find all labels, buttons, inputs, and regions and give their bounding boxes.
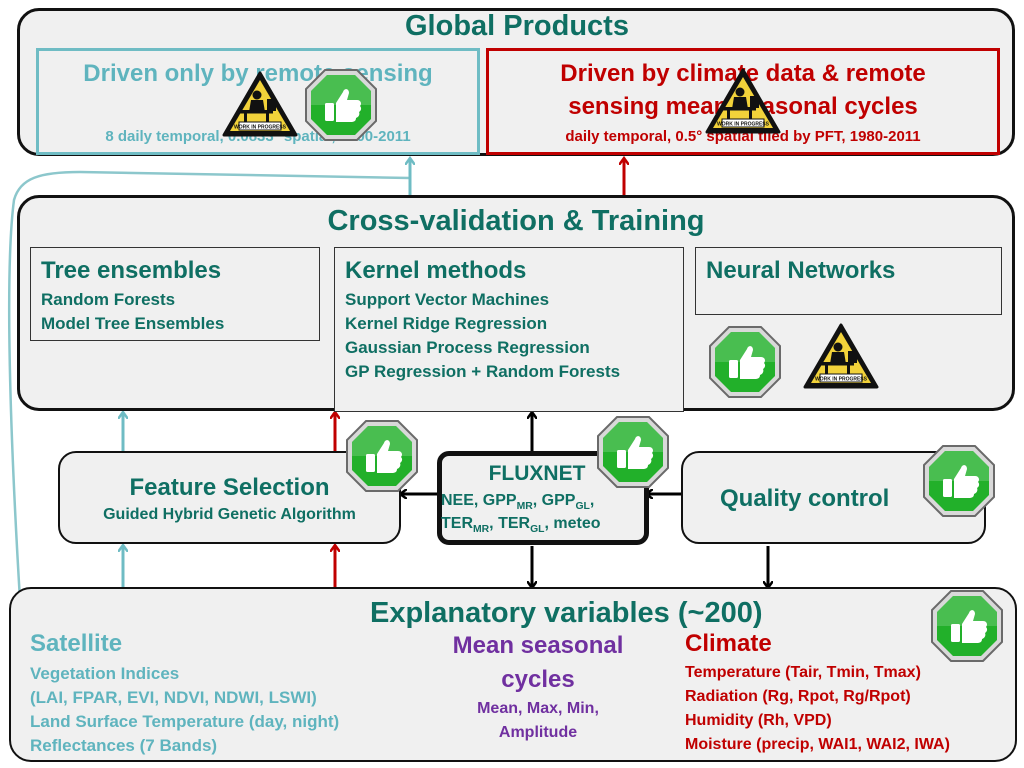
satellite-item: (LAI, FPAR, EVI, NDVI, NDWI, LSWI) (30, 688, 317, 707)
satellite-item: Land Surface Temperature (day, night) (30, 712, 340, 731)
tree-ensembles-title: Tree ensembles (41, 257, 222, 284)
work-in-progress-icon: WORK IN PROGRESS (704, 67, 782, 135)
thumbs-up-badge-icon (921, 443, 997, 519)
neural-networks-box (695, 247, 1002, 315)
cross-validation-title: Cross-validation & Training (327, 205, 705, 237)
seasonal-title-2: cycles (501, 666, 575, 693)
feature-selection-box (58, 451, 401, 544)
tree-item: Model Tree Ensembles (41, 314, 225, 333)
thumbs-up-badge-icon (344, 418, 420, 494)
feature-selection-title: Feature Selection (129, 474, 330, 501)
fluxnet-line-1: NEE, GPPMR, GPPGL, (441, 492, 595, 513)
kernel-item: Kernel Ridge Regression (345, 314, 548, 333)
climate-products-box (486, 48, 1000, 155)
seasonal-sub-2: Amplitude (498, 724, 578, 741)
tree-item: Random Forests (41, 290, 176, 309)
satellite-title: Satellite (30, 630, 123, 657)
climate-products-subtitle: daily temporal, 0.5° spatial tiled by PF… (565, 128, 921, 145)
climate-title: Climate (685, 630, 772, 657)
kernel-methods-title: Kernel methods (345, 257, 527, 284)
global-products-box (17, 8, 1015, 156)
kernel-item: Support Vector Machines (345, 290, 550, 309)
fluxnet-title: FLUXNET (488, 462, 586, 485)
work-in-progress-label: WORK IN PROGRESS (717, 122, 770, 128)
fluxnet-line-2: TERMR, TERGL, meteo (441, 515, 601, 536)
global-products-title: Global Products (405, 10, 629, 42)
remote-sensing-products-box (36, 48, 480, 155)
seasonal-sub-1: Mean, Max, Min, (477, 700, 599, 717)
quality-control-title: Quality control (720, 485, 890, 512)
thumbs-up-badge-icon (303, 67, 379, 143)
satellite-item: Reflectances (7 Bands) (30, 736, 218, 755)
satellite-item: Vegetation Indices (30, 664, 180, 683)
climate-item: Temperature (Tair, Tmin, Tmax) (685, 664, 921, 681)
feedback-line (7, 170, 411, 601)
tree-ensembles-box (30, 247, 320, 341)
climate-item: Humidity (Rh, VPD) (685, 712, 832, 729)
work-in-progress-label: WORK IN PROGRESS (815, 377, 868, 383)
thumbs-up-badge-icon (595, 414, 671, 490)
kernel-item: GP Regression + Random Forests (345, 362, 621, 381)
neural-networks-title: Neural Networks (706, 257, 896, 284)
work-in-progress-icon: WORK IN PROGRESS (221, 70, 299, 138)
climate-item: Moisture (precip, WAI1, WAI2, IWA) (685, 736, 950, 753)
seasonal-title-1: Mean seasonal (452, 632, 624, 659)
explanatory-variables-title: Explanatory variables (~200) (370, 597, 763, 629)
thumbs-up-badge-icon (929, 588, 1005, 664)
work-in-progress-label: WORK IN PROGRESS (234, 125, 287, 131)
climate-item: Radiation (Rg, Rpot, Rg/Rpot) (685, 688, 911, 705)
explanatory-variables-box (9, 587, 1017, 762)
kernel-methods-box (334, 247, 684, 412)
work-in-progress-icon: WORK IN PROGRESS (802, 322, 880, 390)
kernel-item: Gaussian Process Regression (345, 338, 590, 357)
thumbs-up-badge-icon (707, 324, 783, 400)
feature-selection-subtitle: Guided Hybrid Genetic Algorithm (103, 506, 356, 523)
